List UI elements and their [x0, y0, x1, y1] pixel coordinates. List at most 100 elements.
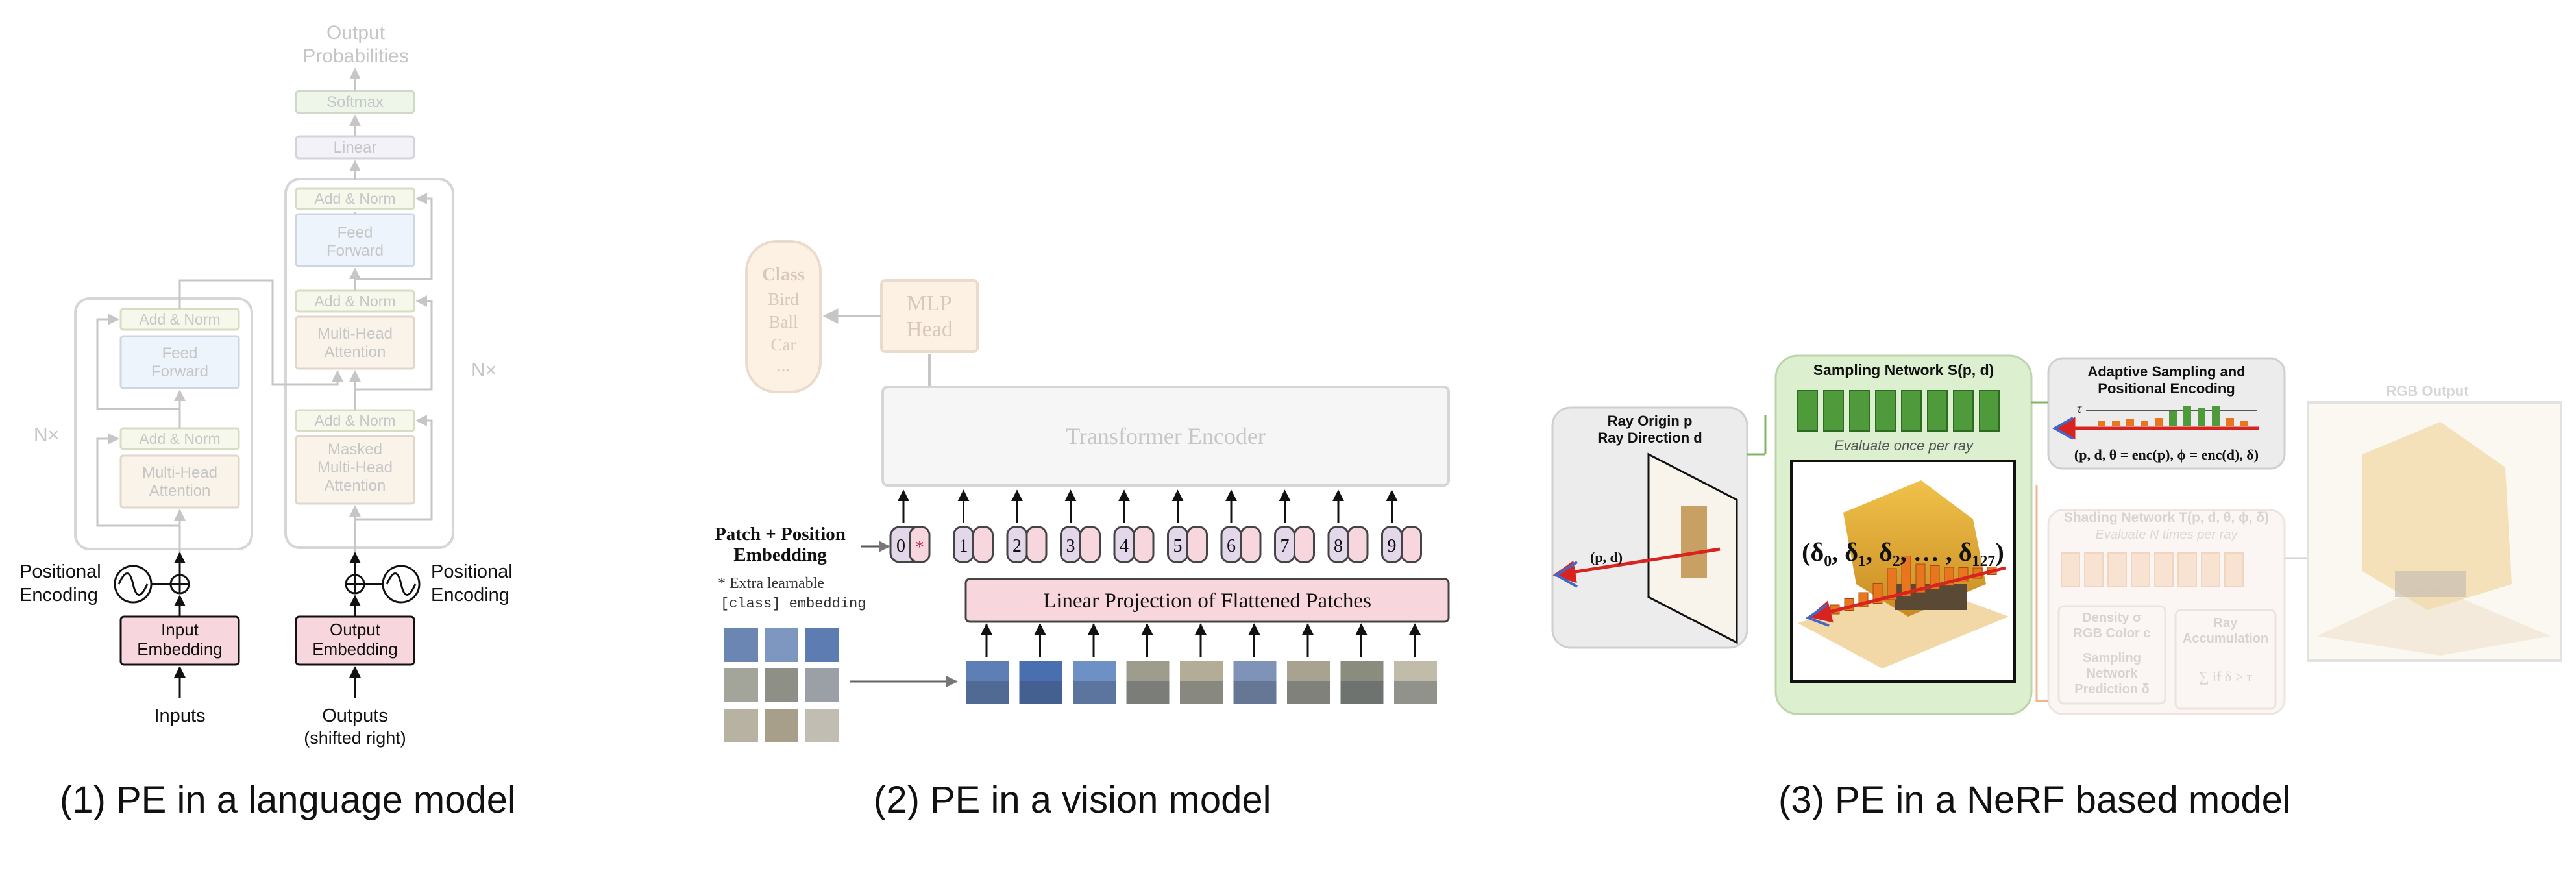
- patch-8: [1340, 623, 1384, 704]
- sampling-network-label: Sampling Network S(p, d): [1813, 362, 1994, 378]
- adaptive-bar: [2112, 421, 2120, 426]
- panel-transformer: Output Probabilities Softmax Linear N× A…: [19, 22, 513, 748]
- adaptive-bar: [2226, 418, 2234, 426]
- linear-label: Linear: [334, 139, 377, 156]
- class-label-title: Class: [762, 264, 805, 285]
- output-embedding-label-1: Output: [330, 620, 381, 639]
- panel-vit: Class Bird Ball Car ... MLP Head Transfo…: [715, 240, 1450, 742]
- outputs-label-2: (shifted right): [304, 728, 406, 748]
- decoder-masked-label-1: Masked: [328, 441, 382, 458]
- ray-accumulation-label-2: Accumulation: [2183, 631, 2268, 646]
- class-token-marker: *: [915, 537, 924, 558]
- decoder-masked-label-3: Attention: [325, 477, 386, 495]
- ray-sample-bar: [1930, 565, 1940, 589]
- adaptive-sampling-box: [2047, 357, 2286, 470]
- shading-network-label: Shading Network T(p, d, θ, ϕ, δ): [2064, 510, 2269, 525]
- token-number: 8: [1334, 536, 1343, 556]
- mlp-head-label-2: Head: [906, 317, 953, 341]
- token-number: 7: [1281, 536, 1290, 556]
- density-label-2: RGB Color c: [2074, 626, 2151, 641]
- patch-row: [966, 623, 1437, 704]
- decoder-add-norm-2-label: Add & Norm: [314, 293, 395, 310]
- decoder-positional-encoding-icon: [382, 565, 421, 604]
- ray-label: (p, d): [1590, 549, 1623, 565]
- shading-layer: [2131, 552, 2150, 587]
- render-ray-direction-icon: [1805, 604, 1830, 627]
- encoder-add-norm-1-label: Add & Norm: [139, 430, 220, 447]
- token-7: 7: [1274, 489, 1315, 563]
- decoder-add-norm-3-label: Add & Norm: [314, 190, 395, 207]
- encoder-add-norm-2-label: Add & Norm: [139, 311, 220, 328]
- sampling-layer: [1823, 390, 1844, 432]
- patch-3: [1073, 623, 1116, 704]
- sampling-layer: [1797, 390, 1818, 432]
- ray-accumulation-label-1: Ray: [2214, 616, 2239, 630]
- ray-accumulation-box: [2174, 609, 2277, 710]
- encoder-mha-label-2: Attention: [149, 482, 211, 500]
- output-probabilities-label-1: Output: [326, 22, 386, 43]
- ray-sample-bar: [1915, 563, 1926, 593]
- token-number: 6: [1227, 536, 1236, 556]
- decoder-add-norm-3: [295, 187, 415, 210]
- linear-projection-label: Linear Projection of Flattened Patches: [1043, 589, 1371, 613]
- sampling-layer: [1849, 390, 1870, 432]
- render-ray-arrow: [1808, 566, 2006, 623]
- sampling-network-layers: [1797, 390, 2000, 432]
- patch-7: [1287, 623, 1330, 704]
- encoder-multi-head-attention: [119, 454, 240, 509]
- sampling-layer: [1875, 390, 1896, 432]
- ray-origin-label-1: Ray Origin p: [1608, 413, 1693, 429]
- token-3: 3: [1060, 489, 1101, 563]
- class-label-ball: Ball: [769, 312, 798, 332]
- class-output-box: [745, 240, 822, 393]
- density-box: [2057, 605, 2166, 705]
- panel-nerf: Ray Origin p Ray Direction d (p, d) Samp…: [1551, 354, 2562, 715]
- shading-layer: [2154, 552, 2174, 587]
- token-number: 0: [896, 536, 905, 556]
- encoder-ff-label-1: Feed: [162, 345, 198, 362]
- extra-learnable-label-2: [class] embedding: [720, 596, 866, 612]
- sampling-prediction-label-3: Prediction δ: [2074, 682, 2149, 696]
- decoder-stack: [284, 178, 454, 549]
- softmax-label: Softmax: [326, 93, 384, 111]
- ray-origin-label-2: Ray Direction d: [1597, 430, 1702, 446]
- density-label-1: Density σ: [2082, 611, 2142, 625]
- adaptive-ray-direction-icon: [2052, 417, 2074, 440]
- adaptive-bar: [2183, 406, 2191, 426]
- decoder-mha-label-2: Attention: [325, 343, 386, 361]
- output-probabilities-label-2: Probabilities: [302, 45, 408, 67]
- caption-nerf-model: (3) PE in a NeRF based model: [1778, 779, 2291, 821]
- shading-layer: [2084, 552, 2104, 587]
- decoder-nx-label: N×: [471, 360, 497, 381]
- encoder-ff-label-2: Forward: [151, 363, 208, 380]
- token-number: 4: [1120, 536, 1129, 556]
- shading-layer: [2107, 552, 2127, 587]
- encoding-formula-label: (p, d, θ = enc(p), ϕ = enc(d), δ): [2074, 447, 2259, 463]
- ray-arrow: [1552, 547, 1721, 583]
- decoder-masked-label-2: Multi-Head: [317, 459, 393, 476]
- shading-layer: [2224, 552, 2244, 587]
- adaptive-bar: [2212, 406, 2220, 426]
- adaptive-sampling-bars: [2098, 406, 2248, 426]
- token-0: 0*: [889, 489, 931, 563]
- patch-2: [1019, 623, 1062, 704]
- decoder-masked-attention: [295, 435, 415, 505]
- rgb-output-label: RGB Output: [2386, 383, 2469, 399]
- patch-position-label-2: Embedding: [733, 545, 827, 565]
- adaptive-bar: [2169, 411, 2177, 426]
- shading-layer: [2177, 552, 2197, 587]
- adaptive-bar: [2126, 419, 2134, 426]
- decoder-multi-head-attention: [295, 315, 415, 370]
- sampling-layer: [1927, 390, 1948, 432]
- encoder-feed-forward: [119, 335, 240, 389]
- sampling-prediction-label-1: Sampling: [2083, 651, 2141, 665]
- decoder-ff-label-2: Forward: [326, 242, 384, 260]
- decoder-pe-label-2: Encoding: [431, 585, 509, 606]
- rgb-output-bulldozer: [2362, 422, 2512, 610]
- class-label-car: Car: [771, 335, 796, 354]
- patch-4: [1126, 623, 1170, 704]
- ray-sample-bar: [1887, 568, 1897, 600]
- sum-formula-label: ∑ if δ ≥ τ: [2199, 668, 2253, 685]
- delta-samples-label: (δ₀, δ₁, δ₂, … , δ₁₂₇): [1802, 537, 2004, 567]
